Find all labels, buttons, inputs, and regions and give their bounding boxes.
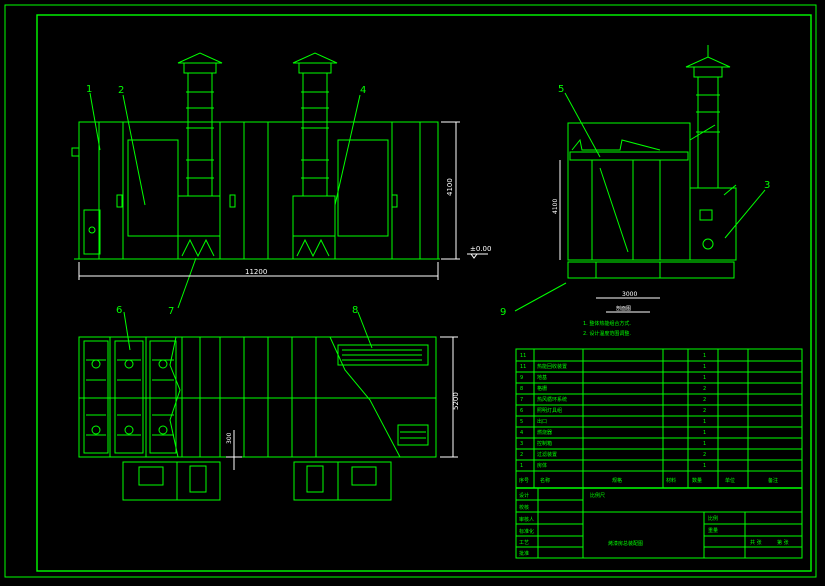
note-2: 2. 设计温度范围调整. (583, 330, 631, 337)
parts-row-name: 热能回收装置 (537, 363, 567, 370)
front-elevation (71, 52, 488, 309)
tb-row-5: 批准 (519, 550, 529, 557)
dim-ground-elevation: ±0.00 (470, 245, 491, 253)
parts-row-no: 1 (520, 463, 523, 469)
parts-row-no: 7 (520, 397, 523, 403)
callout-1: 1 (86, 84, 92, 95)
callout-2: 2 (118, 85, 124, 96)
dim-side-bottom: 3000 (622, 291, 637, 298)
parts-row-no: 5 (520, 419, 523, 425)
plan-view (78, 311, 458, 501)
header-qty: 数量 (692, 477, 702, 484)
parts-row-qty: 1 (703, 353, 706, 359)
dim-front-length: 11200 (245, 268, 267, 276)
parts-row-name: 地基 (537, 374, 547, 381)
outer-border (4, 4, 817, 578)
inner-border (36, 14, 812, 572)
tb-row-3: 标准化 (519, 528, 534, 535)
parts-row-qty: 1 (703, 441, 706, 447)
callout-7: 7 (168, 306, 174, 317)
callout-9: 9 (500, 307, 506, 318)
header-spec: 规格 (612, 477, 622, 484)
note-1: 1. 整体热能组合方式. (583, 320, 631, 327)
parts-row-qty: 2 (703, 452, 706, 458)
drawing-title: 烤漆房总装配图 (608, 540, 643, 547)
parts-row-qty: 1 (703, 430, 706, 436)
parts-row-name: 燃烧器 (537, 429, 552, 436)
parts-row-no: 2 (520, 452, 523, 458)
scale-label: 比例尺 (590, 492, 605, 499)
dim-side-height: 4100 (552, 199, 559, 214)
tb-right-0: 比例 (708, 515, 718, 522)
parts-row-name: 照明灯具组 (537, 407, 562, 414)
callout-6: 6 (116, 305, 122, 316)
header-unit: 单位 (725, 477, 735, 484)
parts-row-no: 6 (520, 408, 523, 414)
parts-row-qty: 2 (703, 397, 706, 403)
header-material: 材料 (666, 477, 676, 484)
tb-right-2: 共 张 (750, 539, 762, 546)
dim-plan-width: 5200 (452, 392, 460, 410)
header-name: 名称 (540, 477, 550, 484)
parts-row-no: 3 (520, 441, 523, 447)
parts-row-name: 控制箱 (537, 440, 552, 447)
callout-4: 4 (360, 85, 366, 96)
callout-8: 8 (352, 305, 358, 316)
parts-row-name: 过滤装置 (537, 451, 557, 458)
dim-side-label: 剖面图 (616, 305, 631, 312)
callout-3: 3 (764, 180, 770, 191)
header-no: 序号 (519, 477, 529, 484)
dim-plan-gap: 300 (226, 432, 233, 444)
parts-row-name: 出口 (537, 418, 547, 425)
tb-row-2: 审核人 (519, 516, 534, 523)
parts-row-no: 8 (520, 386, 523, 392)
parts-row-no: 4 (520, 430, 523, 436)
callout-5: 5 (558, 84, 564, 95)
parts-row-qty: 1 (703, 364, 706, 370)
parts-table-grid (515, 348, 803, 559)
tb-right-1: 重量 (708, 527, 718, 534)
parts-row-qty: 2 (703, 386, 706, 392)
tb-right-3: 第 张 (777, 539, 789, 546)
parts-row-no: 11 (520, 364, 526, 370)
tb-row-0: 设计 (519, 492, 529, 499)
header-remark: 备注 (768, 477, 778, 484)
parts-row-qty: 1 (703, 375, 706, 381)
dim-front-height: 4100 (446, 178, 454, 196)
parts-row-no: 9 (520, 375, 523, 381)
parts-row-qty: 1 (703, 419, 706, 425)
parts-row-name: 格栅 (537, 385, 547, 392)
side-section (514, 45, 766, 313)
parts-row-qty: 1 (703, 463, 706, 469)
parts-row-name: 热风循环系统 (537, 396, 567, 403)
tb-row-4: 工艺 (519, 540, 529, 546)
tb-row-1: 校核 (519, 504, 529, 511)
parts-row-qty: 2 (703, 408, 706, 414)
parts-row-name: 房体 (537, 462, 547, 469)
parts-row-no: 11 (520, 353, 526, 359)
